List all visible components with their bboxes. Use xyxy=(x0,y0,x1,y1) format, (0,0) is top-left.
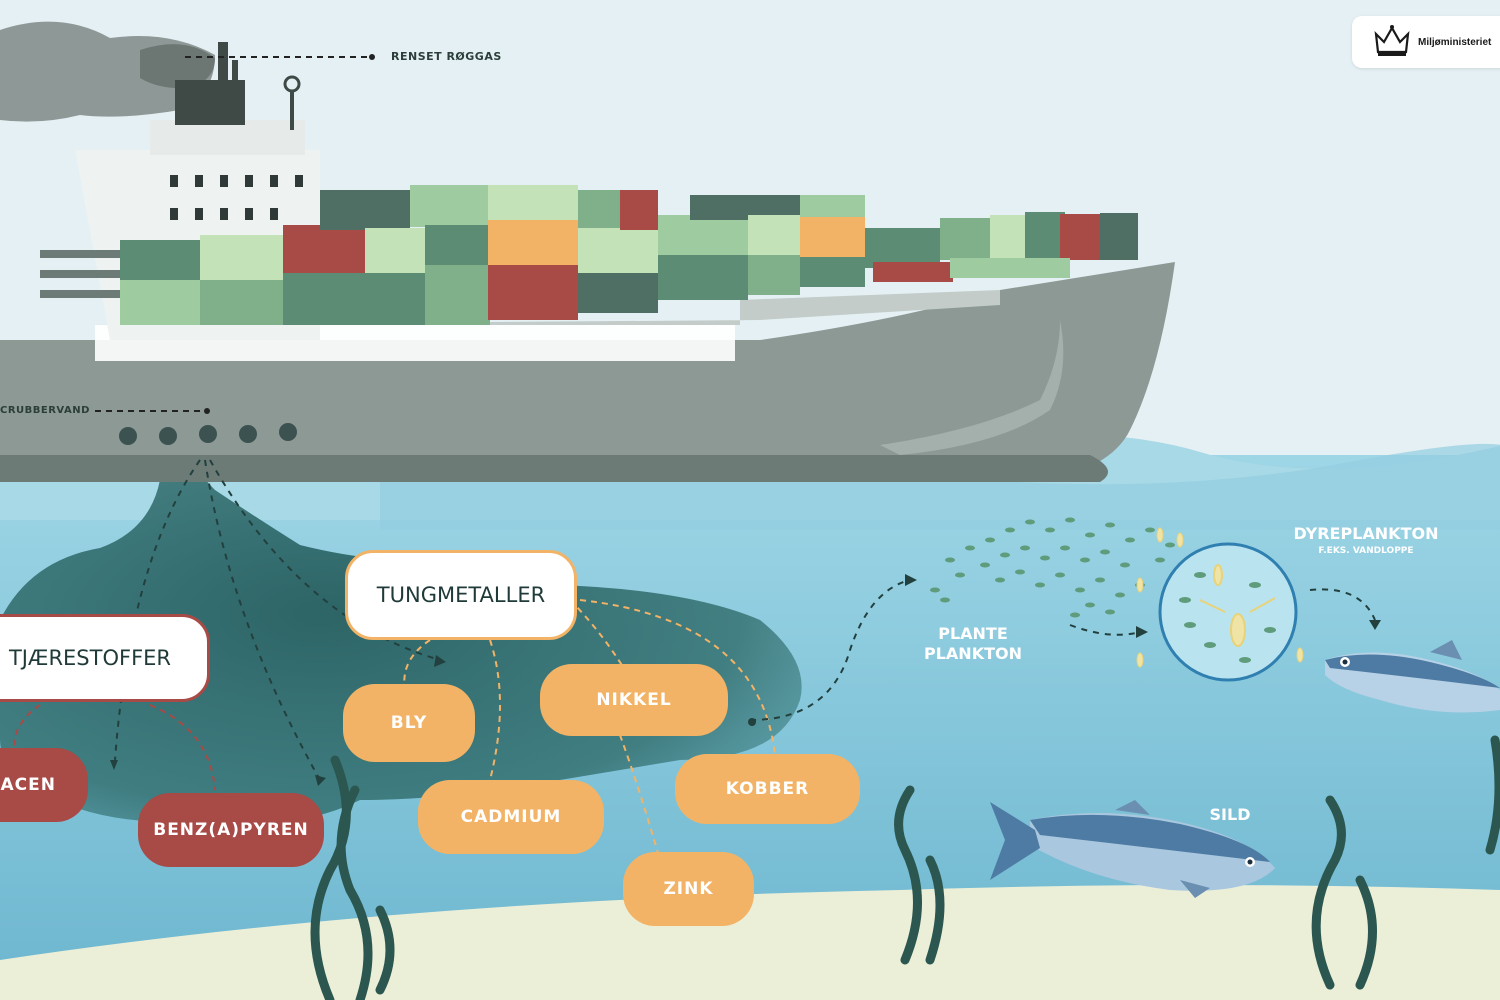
tar-substances-title-box: TJÆRESTOFFER xyxy=(0,614,210,702)
sand-seabed xyxy=(0,885,1500,1000)
plant-plankton-label-line1: PLANTE xyxy=(938,624,1008,643)
tar-connectors xyxy=(13,704,216,791)
plant-plankton-label-line2: PLANKTON xyxy=(924,644,1022,663)
herring-fish-right xyxy=(1325,640,1500,713)
tar-benzapyrene-pill: BENZ(A)PYREN xyxy=(138,793,324,867)
exhaust-label: RENSET RØGGAS xyxy=(391,50,502,63)
scrubber-water-label: CRUBBERVAND xyxy=(0,405,90,416)
herring-label: SILD xyxy=(1209,805,1251,824)
metal-cadmium-pill: CADMIUM xyxy=(418,780,604,854)
crown-icon xyxy=(1374,25,1410,56)
zooplankton-sublabel: F.EKS. VANDLOPPE xyxy=(1318,546,1414,556)
container-stack xyxy=(120,185,1138,325)
ministry-logo: Miljøministeriet xyxy=(1352,16,1500,68)
metal-connectors xyxy=(403,599,776,861)
metal-zinc-pill: ZINK xyxy=(623,852,754,926)
scrubber-outlets xyxy=(119,423,297,445)
plume-flow-arrows xyxy=(114,459,1376,781)
plant-plankton-label: PLANTE PLANKTON xyxy=(908,624,1038,664)
metal-copper-pill: KOBBER xyxy=(675,754,860,824)
zooplankton-magnifier xyxy=(1158,542,1298,682)
heavy-metals-title-box: TUNGMETALLER xyxy=(345,550,577,640)
plant-plankton-cloud xyxy=(930,517,1175,618)
logo-text: Miljøministeriet xyxy=(1418,37,1492,48)
seaweed xyxy=(310,735,1500,1000)
herring-fish-large xyxy=(990,800,1275,898)
zooplankton-label: DYREPLANKTON xyxy=(1293,524,1439,543)
funnel xyxy=(218,42,228,87)
metal-lead-pill: BLY xyxy=(343,684,475,762)
metal-nickel-pill: NIKKEL xyxy=(540,664,728,736)
